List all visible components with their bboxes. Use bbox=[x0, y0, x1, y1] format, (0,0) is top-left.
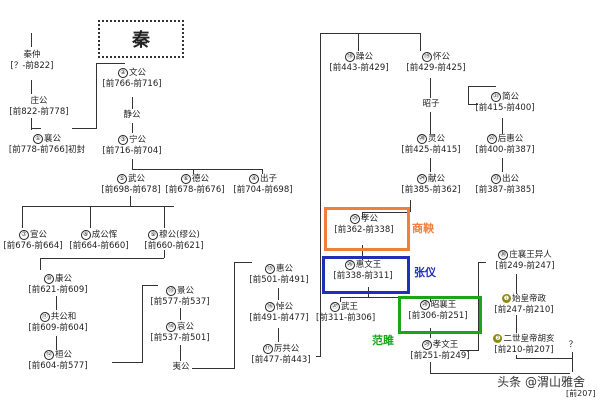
node-number: ㉘ bbox=[419, 300, 430, 310]
annotation-shangyang: 商鞅 bbox=[412, 222, 434, 235]
node-number: ⑩ bbox=[43, 274, 54, 284]
node-number: ⑲ bbox=[421, 52, 432, 62]
node-number: ⑦ bbox=[18, 230, 29, 240]
node-yigong: 夷公 bbox=[172, 362, 190, 372]
node-unknown-heir-dates: [前207] bbox=[566, 389, 596, 398]
node-number: ⑪ bbox=[39, 312, 50, 322]
node-number: ⑭ bbox=[165, 322, 176, 332]
node-number: ㉗ bbox=[329, 302, 340, 312]
node-number: ㉓ bbox=[490, 174, 501, 184]
node-number: ⑨ bbox=[148, 230, 159, 240]
node-number: ㉖ bbox=[344, 260, 355, 270]
node-number: ㉙ bbox=[421, 340, 432, 350]
node-number: ⑯ bbox=[264, 302, 275, 312]
emperor-number-icon: ❷ bbox=[493, 334, 503, 343]
node-number: ① bbox=[32, 134, 43, 144]
node-number: ④ bbox=[248, 174, 259, 184]
node-number: ⑮ bbox=[264, 264, 275, 274]
highlight-box-green bbox=[398, 296, 482, 334]
node-number: ㉑ bbox=[490, 92, 501, 102]
node-jinggong: 静公 bbox=[123, 110, 141, 120]
page-title: 秦 bbox=[98, 20, 184, 58]
node-zhuanggong: 庄公[前822-前778] bbox=[9, 96, 69, 117]
node-number: ㉕ bbox=[349, 214, 360, 224]
node-number: ⑤ bbox=[116, 174, 127, 184]
node-number: ② bbox=[117, 68, 128, 78]
node-number: ⑰ bbox=[262, 344, 273, 354]
annotation-fanju: 范雎 bbox=[372, 334, 394, 347]
annotation-zhangyi: 张仪 bbox=[414, 266, 436, 279]
node-number: ㉒ bbox=[486, 134, 497, 144]
watermark: 头条 @渭山雅舍 bbox=[497, 375, 585, 389]
node-unknown-heir: ？ bbox=[568, 340, 578, 350]
node-zhaozi: 昭子 bbox=[422, 99, 440, 109]
node-number: ③ bbox=[117, 135, 128, 145]
node-number: ⑳ bbox=[416, 134, 427, 144]
node-number: ㉚ bbox=[498, 250, 509, 260]
emperor-number-icon: ❶ bbox=[501, 294, 511, 303]
node-number: ⑫ bbox=[43, 350, 54, 360]
node-number: ⑱ bbox=[344, 52, 355, 62]
node-number: ⑬ bbox=[165, 286, 176, 296]
highlight-box-orange bbox=[324, 207, 410, 251]
node-number: ㉔ bbox=[416, 174, 427, 184]
highlight-box-blue bbox=[322, 256, 410, 294]
node-qinzhong: 秦仲[？-前822] bbox=[10, 50, 54, 71]
node-number: ⑧ bbox=[80, 230, 91, 240]
node-number: ⑥ bbox=[180, 174, 191, 184]
